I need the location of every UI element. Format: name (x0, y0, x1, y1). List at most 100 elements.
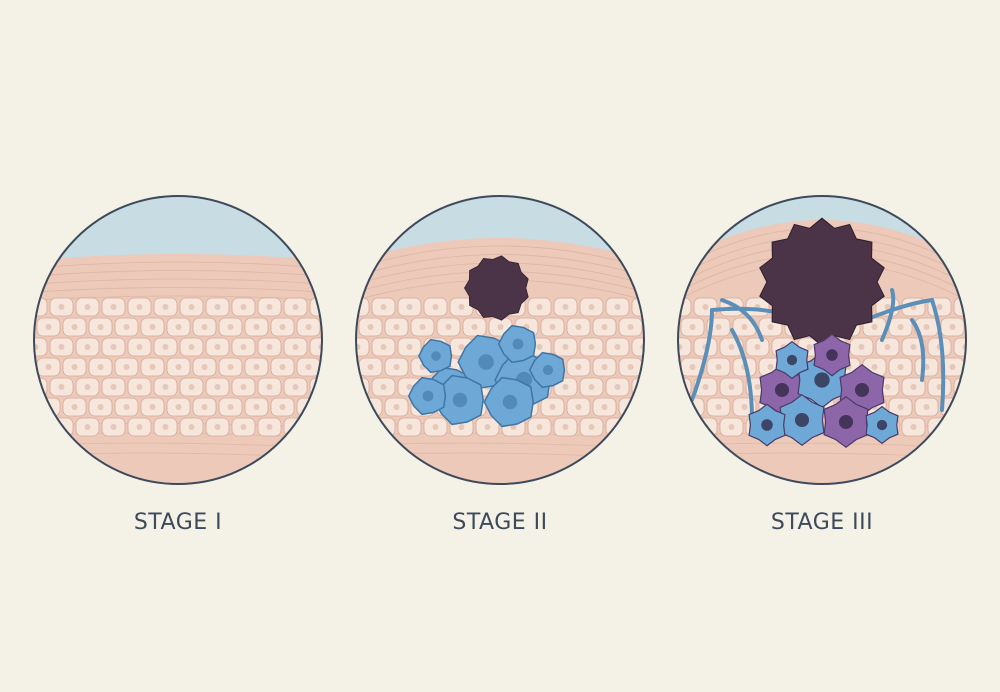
cell-nucleus (458, 344, 465, 350)
skin-cell (34, 417, 48, 437)
skin-cell (967, 398, 990, 416)
cell-nucleus (689, 364, 696, 370)
skin-cell (323, 358, 346, 376)
cell-nucleus (240, 384, 247, 390)
cell-nucleus (45, 324, 52, 330)
stage-2-circle (356, 196, 668, 484)
cell-nucleus (897, 364, 904, 370)
cell-nucleus (910, 424, 917, 430)
cell-nucleus (542, 364, 554, 376)
stage-3-circle (678, 196, 990, 484)
cell-nucleus (754, 384, 761, 390)
cell-nucleus (149, 404, 156, 410)
cell-nucleus (741, 404, 748, 410)
cell-nucleus (356, 424, 361, 430)
skin-cell (309, 297, 322, 317)
skin-line (34, 270, 322, 277)
cell-nucleus (562, 344, 569, 350)
cell-nucleus (332, 404, 338, 410)
cell-nucleus (452, 392, 468, 408)
cell-nucleus (814, 372, 830, 388)
stage-2-label: STAGE II (452, 510, 548, 535)
skin-cell (309, 417, 322, 437)
cell-nucleus (588, 344, 595, 350)
cell-nucleus (123, 324, 130, 330)
cell-nucleus (34, 424, 39, 430)
cell-nucleus (640, 384, 644, 390)
cell-nucleus (214, 424, 221, 430)
cell-nucleus (45, 364, 52, 370)
cell-nucleus (478, 354, 494, 370)
stage-2-outline (355, 195, 645, 485)
cell-nucleus (871, 364, 878, 370)
cell-nucleus (536, 344, 543, 350)
cell-nucleus (356, 384, 361, 390)
skin-line (34, 261, 322, 269)
cell-nucleus (406, 384, 413, 390)
cell-nucleus (406, 304, 413, 310)
cell-nucleus (110, 384, 117, 390)
cell-nucleus (214, 344, 221, 350)
cell-nucleus (923, 404, 930, 410)
cell-nucleus (976, 404, 982, 410)
cell-nucleus (393, 364, 400, 370)
cell-nucleus (367, 324, 374, 330)
cell-nucleus (188, 384, 195, 390)
cell-nucleus (786, 354, 798, 366)
cell-nucleus (97, 404, 104, 410)
cell-nucleus (214, 384, 221, 390)
cell-nucleus (826, 349, 838, 361)
cell-nucleus (367, 364, 374, 370)
skin-cell (678, 417, 692, 437)
skin-cell (645, 398, 668, 416)
cell-nucleus (627, 364, 634, 370)
skin-cell (967, 318, 990, 336)
cell-nucleus (794, 412, 810, 428)
cell-nucleus (601, 324, 608, 330)
cell-nucleus (884, 344, 891, 350)
cell-nucleus (266, 384, 273, 390)
dark-tumor (464, 255, 529, 321)
cell-nucleus (84, 304, 91, 310)
skin-cell (631, 297, 644, 317)
cell-nucleus (976, 364, 982, 370)
cell-nucleus (71, 364, 78, 370)
cell-nucleus (949, 324, 956, 330)
cell-nucleus (702, 384, 709, 390)
cell-nucleus (910, 344, 917, 350)
cell-nucleus (292, 304, 299, 310)
cell-nucleus (380, 384, 387, 390)
cell-nucleus (162, 384, 169, 390)
cell-nucleus (654, 364, 660, 370)
cell-nucleus (380, 344, 387, 350)
cell-nucleus (458, 424, 465, 430)
cell-nucleus (575, 404, 582, 410)
cell-nucleus (575, 364, 582, 370)
cell-nucleus (962, 384, 966, 390)
cell-nucleus (110, 304, 117, 310)
cell-nucleus (162, 424, 169, 430)
skin-cell (645, 318, 668, 336)
cell-nucleus (266, 424, 273, 430)
cell-nucleus (715, 364, 722, 370)
cell-nucleus (614, 384, 621, 390)
cell-nucleus (588, 424, 595, 430)
cell-nucleus (162, 344, 169, 350)
cell-nucleus (431, 351, 441, 361)
cell-nucleus (84, 384, 91, 390)
skin-cell (323, 318, 346, 336)
blood-vessel (730, 328, 754, 422)
cell-nucleus (728, 384, 735, 390)
cell-nucleus (445, 324, 452, 330)
cell-nucleus (292, 344, 299, 350)
cell-nucleus (110, 344, 117, 350)
cell-nucleus (754, 344, 761, 350)
cell-nucleus (136, 344, 143, 350)
cell-nucleus (575, 324, 582, 330)
cell-nucleus (767, 324, 774, 330)
cell-nucleus (562, 424, 569, 430)
cell-nucleus (406, 424, 413, 430)
blood-vessel (910, 318, 926, 382)
cell-nucleus (741, 324, 748, 330)
cell-nucleus (654, 324, 660, 330)
